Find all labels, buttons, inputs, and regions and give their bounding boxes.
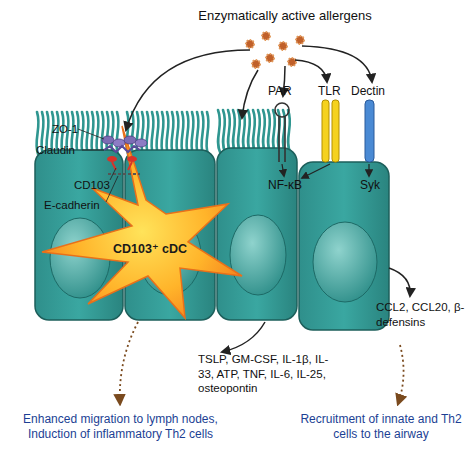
- cilium: [191, 112, 193, 154]
- receptor-label: Dectin: [351, 84, 396, 99]
- cilium: [91, 112, 93, 154]
- cilium: [218, 110, 220, 152]
- protein-label: Claudin: [36, 143, 96, 158]
- cilium: [146, 112, 148, 154]
- epithelial-cell: [299, 162, 389, 330]
- cilium: [101, 112, 103, 154]
- nucleus: [313, 222, 377, 302]
- leader-lines: [78, 129, 118, 202]
- cilium: [258, 110, 260, 152]
- cilium: [268, 110, 270, 152]
- protein-label: CD103: [74, 178, 124, 193]
- cilium: [201, 112, 203, 154]
- receptor-label: PAR: [268, 84, 298, 99]
- outcome-text: Recruitment of innate and Th2 cells to t…: [290, 412, 472, 442]
- cilium: [141, 112, 143, 154]
- signal-label: NF-κB: [268, 178, 318, 193]
- cilium: [263, 110, 265, 152]
- allergen-particles: [246, 32, 304, 68]
- nucleus: [230, 215, 286, 295]
- cilium: [176, 112, 178, 154]
- cilium: [238, 110, 240, 152]
- cilium: [151, 112, 153, 154]
- cilium: [81, 112, 83, 154]
- cilium: [223, 110, 225, 152]
- allergen-arrows: [126, 46, 410, 352]
- cilium: [253, 110, 255, 152]
- chemokine-list: CCL2, CCL20, β-defensins: [376, 300, 468, 329]
- cilium: [228, 110, 230, 152]
- cilium: [186, 112, 188, 154]
- node-text: CD103⁺ cDC: [113, 241, 187, 256]
- protein-label: E-cadherin: [44, 198, 114, 213]
- cilium: [233, 110, 235, 152]
- cilium: [171, 112, 173, 154]
- tight-junction: [102, 136, 147, 174]
- cilium: [196, 112, 198, 154]
- cilium: [248, 110, 250, 152]
- cilium: [96, 112, 98, 154]
- receptor-label: TLR: [318, 84, 348, 99]
- receptors: [275, 100, 374, 178]
- cilium: [288, 110, 290, 152]
- dendritic-cell-label: CD103⁺ cDC: [92, 236, 208, 260]
- signal-label: Syk: [360, 178, 390, 193]
- epithelial-cell: [217, 148, 297, 320]
- cilium: [156, 112, 158, 154]
- cilium: [206, 112, 208, 154]
- cilium: [161, 112, 163, 154]
- cilium: [181, 112, 183, 154]
- protein-label: ZO-1: [52, 122, 92, 137]
- cilium: [243, 110, 245, 152]
- cilium: [166, 112, 168, 154]
- outcome-text: Enhanced migration to lymph nodes, Induc…: [8, 412, 233, 442]
- cilium: [273, 110, 275, 152]
- mediator-list: TSLP, GM-CSF, IL-1β, IL-33, ATP, TNF, IL…: [198, 352, 336, 396]
- outcome-arrows: [120, 322, 404, 404]
- allergen-title: Enzymatically active allergens: [175, 8, 395, 24]
- cilium: [116, 112, 118, 154]
